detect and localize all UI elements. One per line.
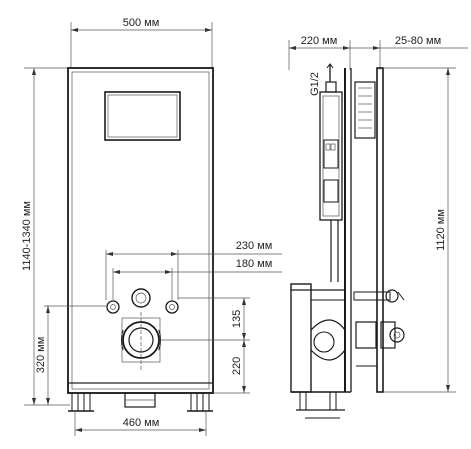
water-inlet (131, 288, 151, 308)
dimension-foot-spacing: 460 мм (74, 411, 207, 436)
label-width-total: 500 мм (123, 17, 160, 29)
label-height-range: 1140-1340 мм (21, 201, 33, 271)
label-outlet-height: 320 мм (35, 337, 47, 374)
label-pipe-spacing-outer: 230 мм (236, 240, 273, 252)
dimension-outlet-height: 320 мм (35, 305, 106, 405)
label-thread: G1/2 (309, 72, 321, 96)
lower-frame (290, 283, 351, 393)
wall-brackets (353, 289, 405, 367)
label-inlet-offset: 135 (231, 310, 243, 328)
label-pipe-spacing-inner: 180 мм (236, 258, 273, 270)
wall-plate (376, 67, 384, 393)
flush-plate-opening (104, 91, 181, 141)
mounting-bolt-left (106, 300, 120, 314)
frame-base (67, 382, 214, 394)
front-view: 500 мм 1140-1340 мм (21, 17, 282, 436)
dimension-depth: 220 мм (288, 35, 351, 70)
label-frame-height: 1120 мм (435, 209, 447, 251)
dimension-outlet-offset: 220 (213, 340, 250, 394)
dimension-wall-range: 25-80 мм (350, 35, 468, 70)
label-outlet-offset: 220 (231, 357, 243, 375)
frame-feet (68, 392, 213, 412)
side-feet (296, 391, 345, 419)
dimension-frame-height: 1120 мм (384, 67, 456, 393)
dimension-width-total: 500 мм (70, 17, 213, 68)
dimension-inlet-offset: 135 (160, 297, 250, 341)
inlet-valve (325, 63, 337, 93)
side-view: 220 мм 25-80 мм G1/2 (288, 35, 468, 419)
dimension-pipe-spacing-inner: 180 мм (112, 258, 282, 300)
flush-mechanism (354, 81, 376, 139)
dimension-height-range: 1140-1340 мм (21, 67, 70, 406)
frame-panel (67, 67, 214, 394)
dimension-pipe-spacing-outer: 230 мм (105, 240, 282, 300)
label-wall-range: 25-80 мм (395, 35, 441, 47)
label-depth: 220 мм (301, 35, 338, 47)
label-foot-spacing: 460 мм (123, 417, 160, 429)
mounting-bolt-right (165, 300, 179, 314)
